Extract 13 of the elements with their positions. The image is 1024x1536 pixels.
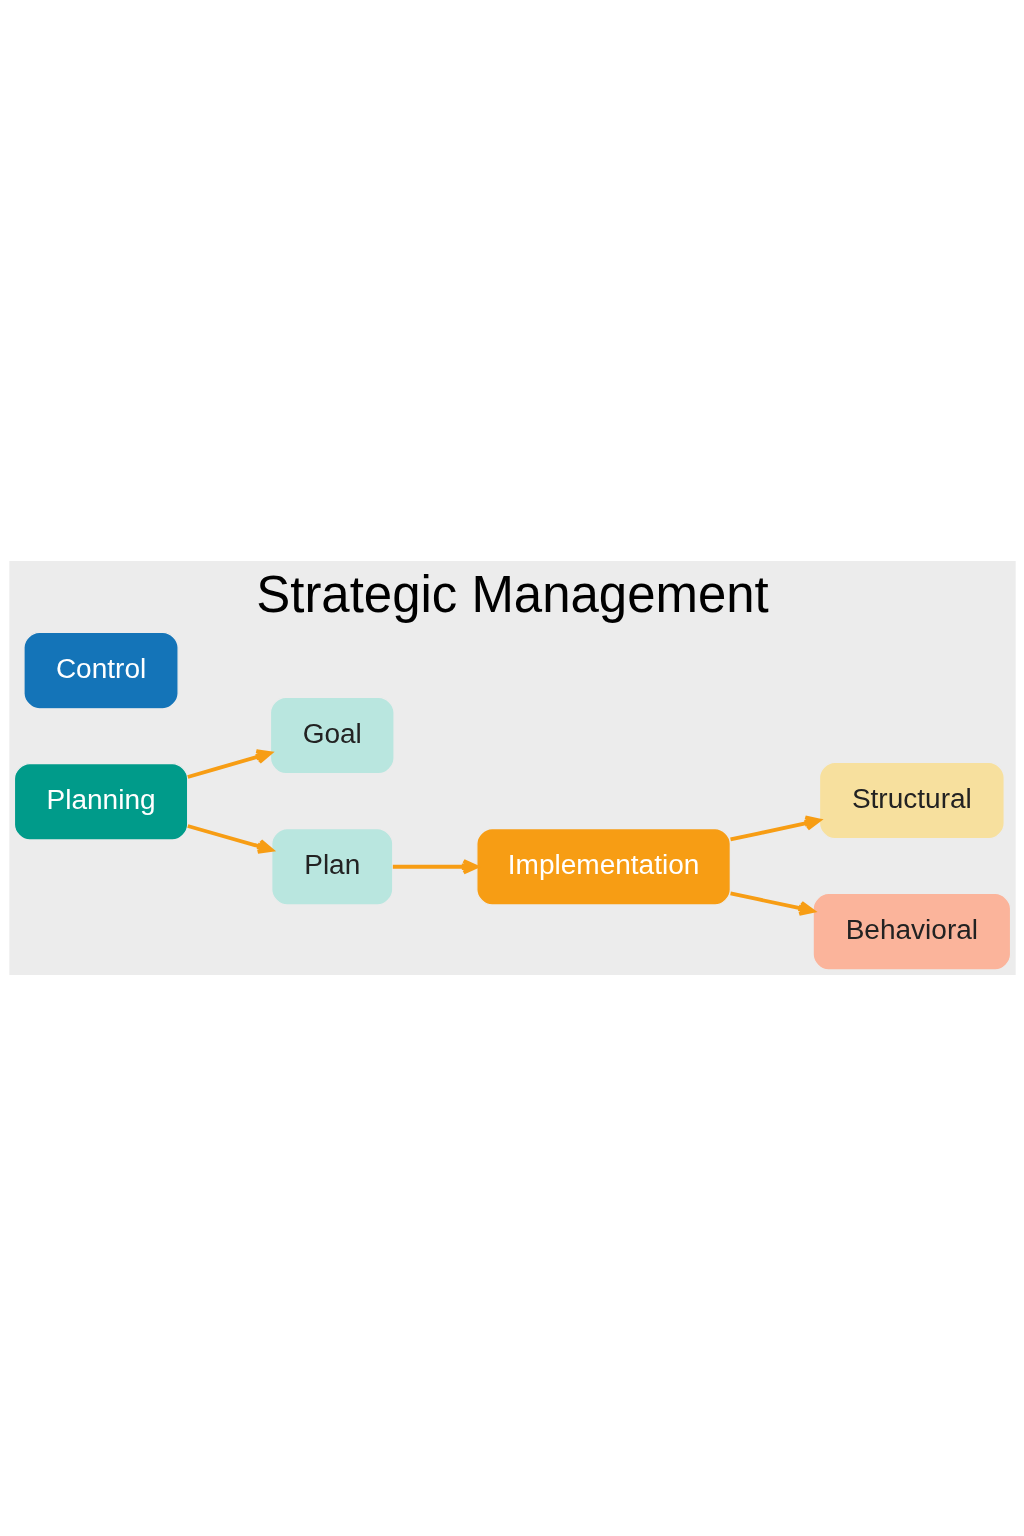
node-box: Goal: [269, 696, 395, 775]
node-box: Behavioral: [812, 892, 1011, 971]
node-box: Plan: [270, 827, 393, 906]
arrow: [186, 749, 272, 779]
arrow: [729, 815, 821, 842]
arrow: [729, 891, 815, 916]
arrow: [186, 824, 274, 854]
node-box: Planning: [13, 762, 188, 841]
arrow: [392, 859, 478, 875]
node-box: Structural: [818, 761, 1005, 840]
node-box: Implementation: [475, 827, 731, 906]
node-box: Control: [22, 631, 179, 710]
diagram-title: Strategic Management: [255, 565, 769, 623]
